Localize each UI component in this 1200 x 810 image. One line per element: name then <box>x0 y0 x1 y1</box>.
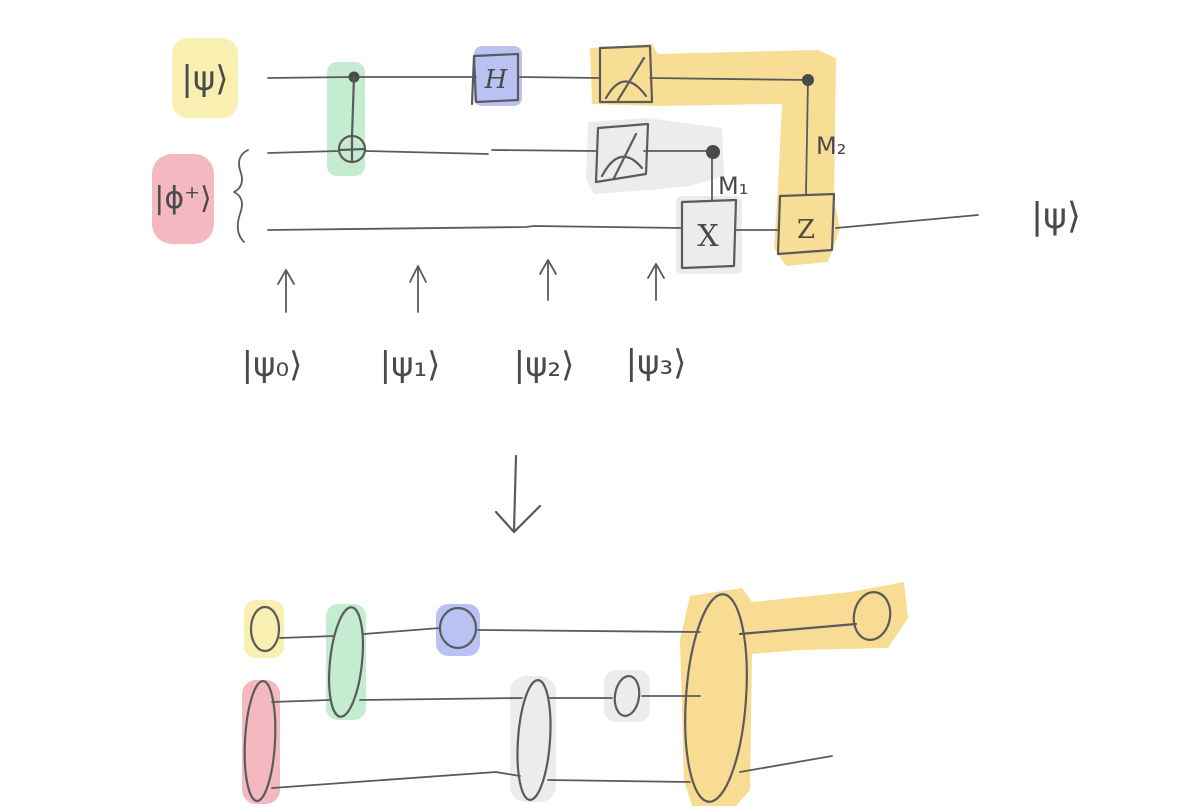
psi-input-highlight <box>172 38 238 118</box>
node-m2-cap <box>852 591 892 641</box>
meter-needle-icon <box>616 56 646 102</box>
tensor-wire-m2 <box>738 622 858 636</box>
measure-top-gate <box>598 44 654 104</box>
stage-psi2-label: |ψ₂⟩ <box>514 345 575 385</box>
cnot-line <box>350 75 356 138</box>
circuit-wires <box>267 76 979 231</box>
node-cnot <box>327 606 365 718</box>
tensor-wire-bottom <box>271 755 833 789</box>
z-gate: Z <box>776 192 836 256</box>
transform-arrow-icon <box>494 454 542 534</box>
m2-control-dot <box>802 74 814 86</box>
meter-needle-icon <box>612 132 638 180</box>
node-psi <box>249 605 281 653</box>
bell-state-label: |ϕ⁺⟩ <box>154 181 211 216</box>
tensor-wire-top <box>279 627 701 639</box>
phi-plus-highlight <box>152 154 214 244</box>
meter-arc-icon <box>600 155 644 178</box>
x-gate-highlight <box>676 196 742 274</box>
measure-middle-gate <box>594 122 650 184</box>
input-state-label: |ψ⟩ <box>181 59 228 99</box>
node-hadamard <box>438 606 478 650</box>
tensor-m1-cap-highlight <box>604 670 650 722</box>
node-m1-cap <box>613 675 641 717</box>
wire-middle <box>267 149 713 155</box>
tensor-wire-middle <box>271 695 701 703</box>
tensor-wires <box>271 622 858 789</box>
hadamard-highlight <box>474 46 522 106</box>
z-gate-label: Z <box>797 215 815 245</box>
output-state-label: |ψ⟩ <box>1031 196 1081 237</box>
tensor-nodes <box>243 591 892 803</box>
brace <box>233 149 249 243</box>
hadamard-label: H <box>484 65 509 95</box>
node-bell <box>243 679 277 803</box>
stage-psi0-label: |ψ₀⟩ <box>242 345 303 385</box>
tensor-m2-highlight <box>680 582 908 806</box>
stage-psi1-label: |ψ₁⟩ <box>380 345 441 385</box>
cnot-highlight <box>327 62 365 176</box>
m1-label: M₁ <box>718 172 748 200</box>
x-gate: X <box>680 198 738 270</box>
m2-label: M₂ <box>816 132 846 160</box>
x-gate-label: X <box>697 219 719 254</box>
wire-bottom <box>267 214 979 231</box>
cnot-gate <box>337 71 367 164</box>
measure-m1-highlight <box>586 118 724 194</box>
stage-arrows <box>277 259 665 313</box>
hadamard-gate: H <box>470 52 520 106</box>
node-m2 <box>684 593 748 803</box>
stage-psi3-label: |ψ₃⟩ <box>626 343 687 383</box>
classical-wire-m2 <box>805 79 809 195</box>
node-m1 <box>516 679 552 801</box>
meter-arc-icon <box>604 80 648 100</box>
m1-control-dot <box>706 145 720 159</box>
